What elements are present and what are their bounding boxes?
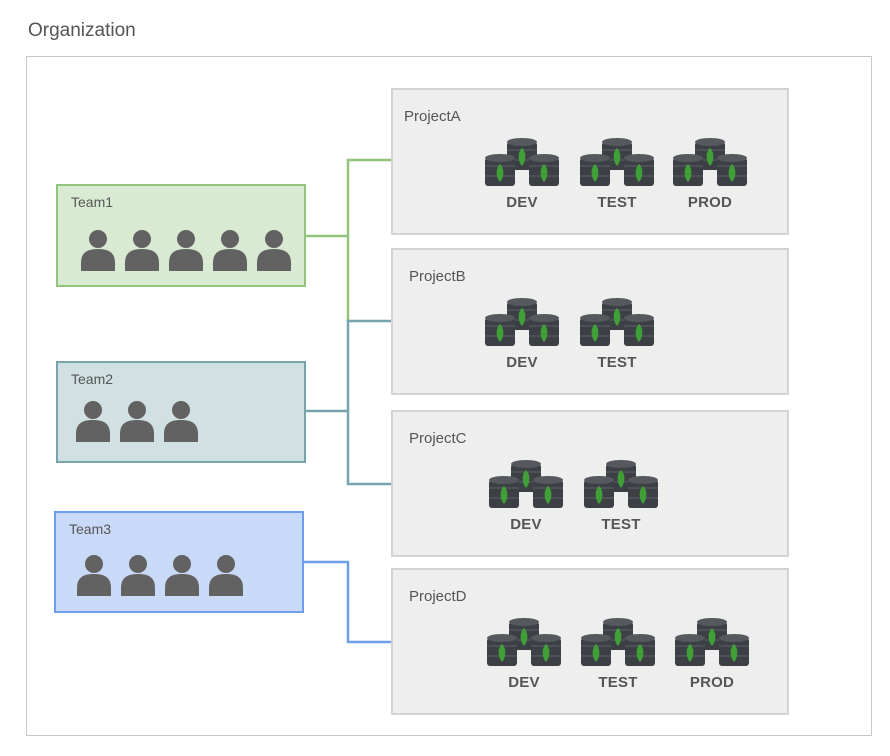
database-cluster-icon: [489, 460, 563, 508]
database-cluster-icon: [673, 138, 747, 186]
person-icon: [121, 555, 155, 596]
environment: TEST: [575, 298, 659, 371]
team-box: Team1: [56, 184, 306, 287]
environment-label: TEST: [597, 194, 637, 211]
environment-label: DEV: [508, 674, 540, 691]
person-icon: [76, 401, 110, 442]
team-box: Team3: [54, 511, 304, 613]
person-icon: [120, 401, 154, 442]
team-label: Team2: [71, 371, 114, 387]
project-box: ProjectA DEV TEST PROD: [391, 88, 789, 235]
person-icon: [209, 555, 243, 596]
team-label: Team3: [69, 521, 112, 537]
connector-team1: [305, 158, 391, 321]
database-cluster-icon: [581, 618, 655, 666]
project-label: ProjectA: [404, 108, 461, 125]
person-icon: [213, 230, 247, 271]
environment-label: TEST: [597, 354, 637, 371]
person-icon: [257, 230, 291, 271]
team-members: [80, 228, 292, 272]
project-box: ProjectB DEV TEST: [391, 248, 789, 395]
database-cluster-icon: [485, 298, 559, 346]
team-label: Team1: [71, 194, 114, 210]
environment: PROD: [670, 618, 754, 691]
database-cluster-icon: [487, 618, 561, 666]
database-cluster-icon: [580, 298, 654, 346]
team-box: Team2: [56, 361, 306, 463]
environment: TEST: [575, 138, 659, 211]
team-members: [76, 553, 244, 597]
environment-label: DEV: [506, 194, 538, 211]
person-icon: [125, 230, 159, 271]
environment: DEV: [480, 138, 564, 211]
environment: TEST: [579, 460, 663, 533]
connector-team3: [303, 560, 391, 644]
environment: DEV: [484, 460, 568, 533]
environment-label: PROD: [689, 674, 735, 691]
connector-team2: [305, 319, 391, 486]
project-box: ProjectC DEV TEST: [391, 410, 789, 557]
person-icon: [169, 230, 203, 271]
person-icon: [81, 230, 115, 271]
database-cluster-icon: [584, 460, 658, 508]
person-icon: [77, 555, 111, 596]
database-cluster-icon: [580, 138, 654, 186]
environment-label: TEST: [601, 516, 641, 533]
environment: PROD: [668, 138, 752, 211]
organization-frame: [26, 56, 872, 736]
environment-label: TEST: [598, 674, 638, 691]
environment: TEST: [576, 618, 660, 691]
project-label: ProjectC: [409, 430, 467, 447]
environment-label: DEV: [506, 354, 538, 371]
database-cluster-icon: [485, 138, 559, 186]
environment: DEV: [482, 618, 566, 691]
person-icon: [164, 401, 198, 442]
person-icon: [165, 555, 199, 596]
team-members: [75, 399, 199, 443]
project-label: ProjectB: [409, 268, 466, 285]
project-label: ProjectD: [409, 588, 467, 605]
environment-label: PROD: [687, 194, 733, 211]
environment-label: DEV: [510, 516, 542, 533]
environment: DEV: [480, 298, 564, 371]
database-cluster-icon: [675, 618, 749, 666]
organization-title: Organization: [28, 20, 136, 41]
project-box: ProjectD DEV TEST PROD: [391, 568, 789, 715]
